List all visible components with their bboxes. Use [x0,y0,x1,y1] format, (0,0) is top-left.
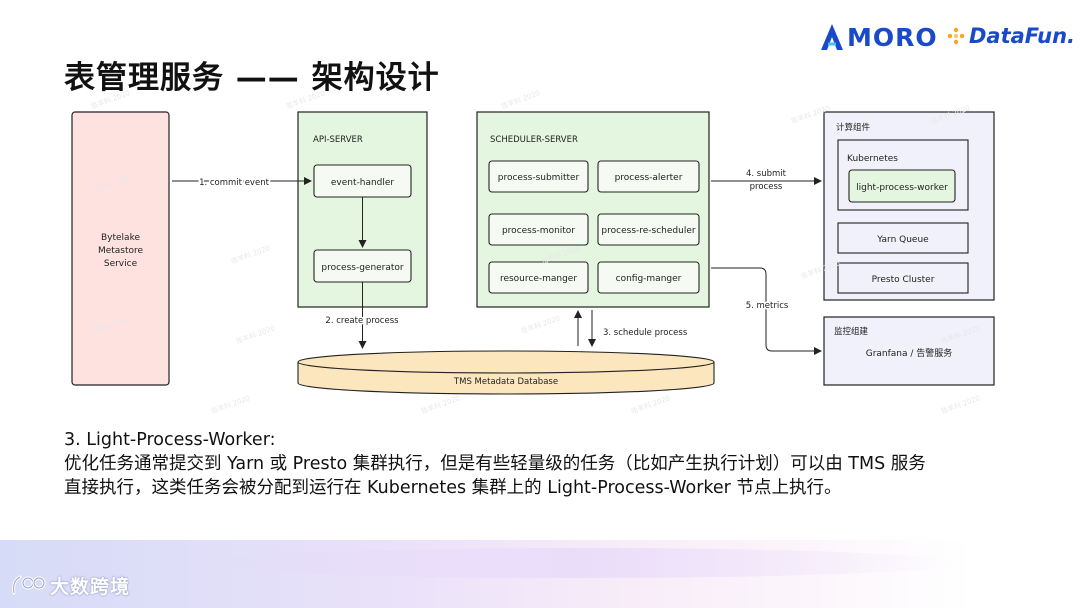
submit-process-label-line2: process [750,182,783,192]
kubernetes-label: Kubernetes [847,154,898,164]
architecture-diagram: Bytelake Metastore Service API-SERVER ev… [71,111,995,395]
config-manger-box [597,261,700,294]
metastore-label-line3: Service [104,259,138,269]
resource-manger-label: resource-manger [500,274,577,284]
footer-logo-text: 大数跨境 [50,576,131,598]
resource-manger-box [488,261,589,294]
body-line-1: 优化任务通常提交到 Yarn 或 Presto 集群执行，但是有些轻量级的任务（… [64,454,926,474]
process-monitor-label: process-monitor [502,226,575,236]
database-cylinder [297,350,715,395]
event-handler-label: event-handler [331,178,395,188]
datafun-logo: DataFun. [946,24,1075,48]
process-alerter-label: process-alerter [615,173,683,183]
body-heading: 3. Light-Process-Worker: [64,430,276,450]
database-label: TMS Metadata Database [453,377,558,387]
monitor-label: 监控组建 [834,326,869,337]
light-process-worker-box [848,169,956,203]
slide-title: 表管理服务 —— 架构设计 [64,60,440,96]
metrics-arrow [711,267,822,355]
yarn-queue-label: Yarn Queue [876,235,929,245]
process-re-scheduler-label: process-re-scheduler [601,226,695,236]
process-alerter-box [597,160,700,193]
commit-event-label: 1. commit event [199,178,270,188]
process-monitor-box [488,213,589,246]
compute-label: 计算组件 [836,122,871,133]
datafun-wordmark: DataFun. [969,24,1076,48]
amoro-logo: MORO [819,20,938,54]
footer-logo-icon [12,575,46,594]
api-server-label: API-SERVER [313,135,363,145]
monitor-box [823,316,995,386]
datafun-dots-icon [947,27,965,45]
footer-logo: 大数跨境 [10,572,130,599]
config-manger-label: config-manger [616,274,682,284]
presto-cluster-box [837,262,969,294]
presto-cluster-label: Presto Cluster [872,275,935,285]
light-process-worker-label: light-process-worker [856,183,948,193]
body-line-2: 直接执行，这类任务会被分配到运行在 Kubernetes 集群上的 Light-… [64,478,842,498]
monitor-content: Granfana / 告警服务 [866,347,953,359]
amoro-wordmark: MORO [847,22,938,52]
metrics-label: 5. metrics [746,301,789,311]
metastore-label-line2: Metastore [98,246,144,256]
scheduler-server-label: SCHEDULER-SERVER [490,135,578,145]
submit-process-label-line1: 4. submit [746,169,787,179]
schedule-process-label: 3. schedule process [603,328,688,338]
footer-glow [200,548,960,578]
create-process-label: 2. create process [325,316,399,326]
amoro-a-icon [821,24,843,50]
body-text: 3. Light-Process-Worker: 优化任务通常提交到 Yarn … [64,428,1054,500]
yarn-queue-box [837,222,969,254]
process-generator-label: process-generator [321,263,404,273]
metastore-box [71,111,170,386]
metastore-label-line1: Bytelake [101,233,140,243]
process-re-scheduler-box [597,213,700,246]
process-submitter-box [488,160,589,193]
process-submitter-label: process-submitter [498,173,580,183]
